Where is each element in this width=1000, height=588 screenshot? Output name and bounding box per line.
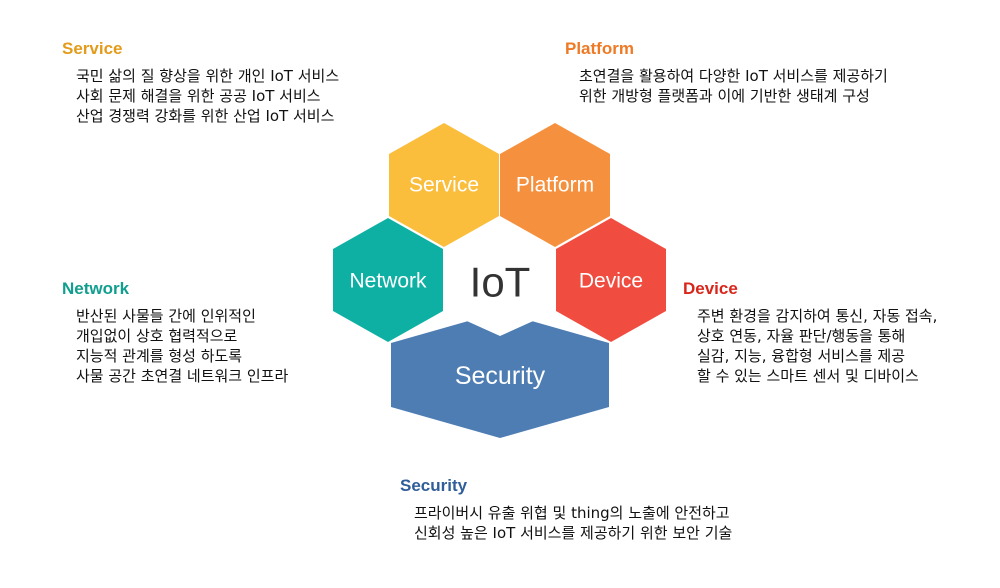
description-line: 할 수 있는 스마트 센서 및 디바이스 — [697, 367, 919, 385]
hex-service-label: Service — [409, 174, 479, 197]
hex-platform-label: Platform — [516, 174, 594, 197]
service-title: Service — [62, 39, 123, 58]
description-line: 초연결을 활용하여 다양한 IoT 서비스를 제공하기 — [579, 67, 888, 85]
device-title: Device — [683, 279, 738, 298]
platform-title: Platform — [565, 39, 634, 58]
network-title: Network — [62, 279, 130, 298]
security-title: Security — [400, 476, 468, 495]
center-label: IoT — [470, 259, 531, 306]
hex-network — [333, 218, 443, 342]
hex-security — [391, 312, 609, 438]
description-line: 산업 경쟁력 강화를 위한 산업 IoT 서비스 — [76, 107, 335, 125]
hex-device-label: Device — [579, 270, 643, 293]
hex-platform — [500, 123, 610, 247]
hex-service — [389, 123, 499, 247]
description-line: 반산된 사물들 간에 인위적인 — [76, 307, 256, 325]
description-line: 신회성 높은 IoT 서비스를 제공하기 위한 보안 기술 — [414, 524, 733, 542]
description-line: 사물 공간 초연결 네트워크 인프라 — [76, 367, 289, 385]
description-line: 실감, 지능, 융합형 서비스를 제공 — [697, 347, 906, 365]
hex-network-label: Network — [349, 270, 427, 293]
hex-device — [556, 218, 666, 342]
description-line: 개입없이 상호 협력적으로 — [76, 327, 238, 345]
description-line: 지능적 관계를 형성 하도록 — [76, 347, 243, 365]
description-line: 사회 문제 해결을 위한 공공 IoT 서비스 — [76, 87, 321, 105]
device-block: Device 주변 환경을 감지하여 통신, 자동 접속, 상호 연동, 자율 판… — [683, 278, 937, 386]
description-line: 상호 연동, 자율 판단/행동을 통해 — [697, 327, 906, 345]
description-line: 위한 개방형 플랫폼과 이에 기반한 생태계 구성 — [579, 87, 870, 105]
hex-center — [449, 228, 551, 336]
description-line: 프라이버시 유출 위협 및 thing의 노출에 안전하고 — [414, 504, 730, 522]
description-line: 국민 삶의 질 향상을 위한 개인 IoT 서비스 — [76, 67, 340, 85]
description-line: 주변 환경을 감지하여 통신, 자동 접속, — [697, 307, 938, 325]
hex-security-label: Security — [455, 362, 546, 390]
device-lines: 주변 환경을 감지하여 통신, 자동 접속, 상호 연동, 자율 판단/행동을 통… — [683, 306, 937, 386]
